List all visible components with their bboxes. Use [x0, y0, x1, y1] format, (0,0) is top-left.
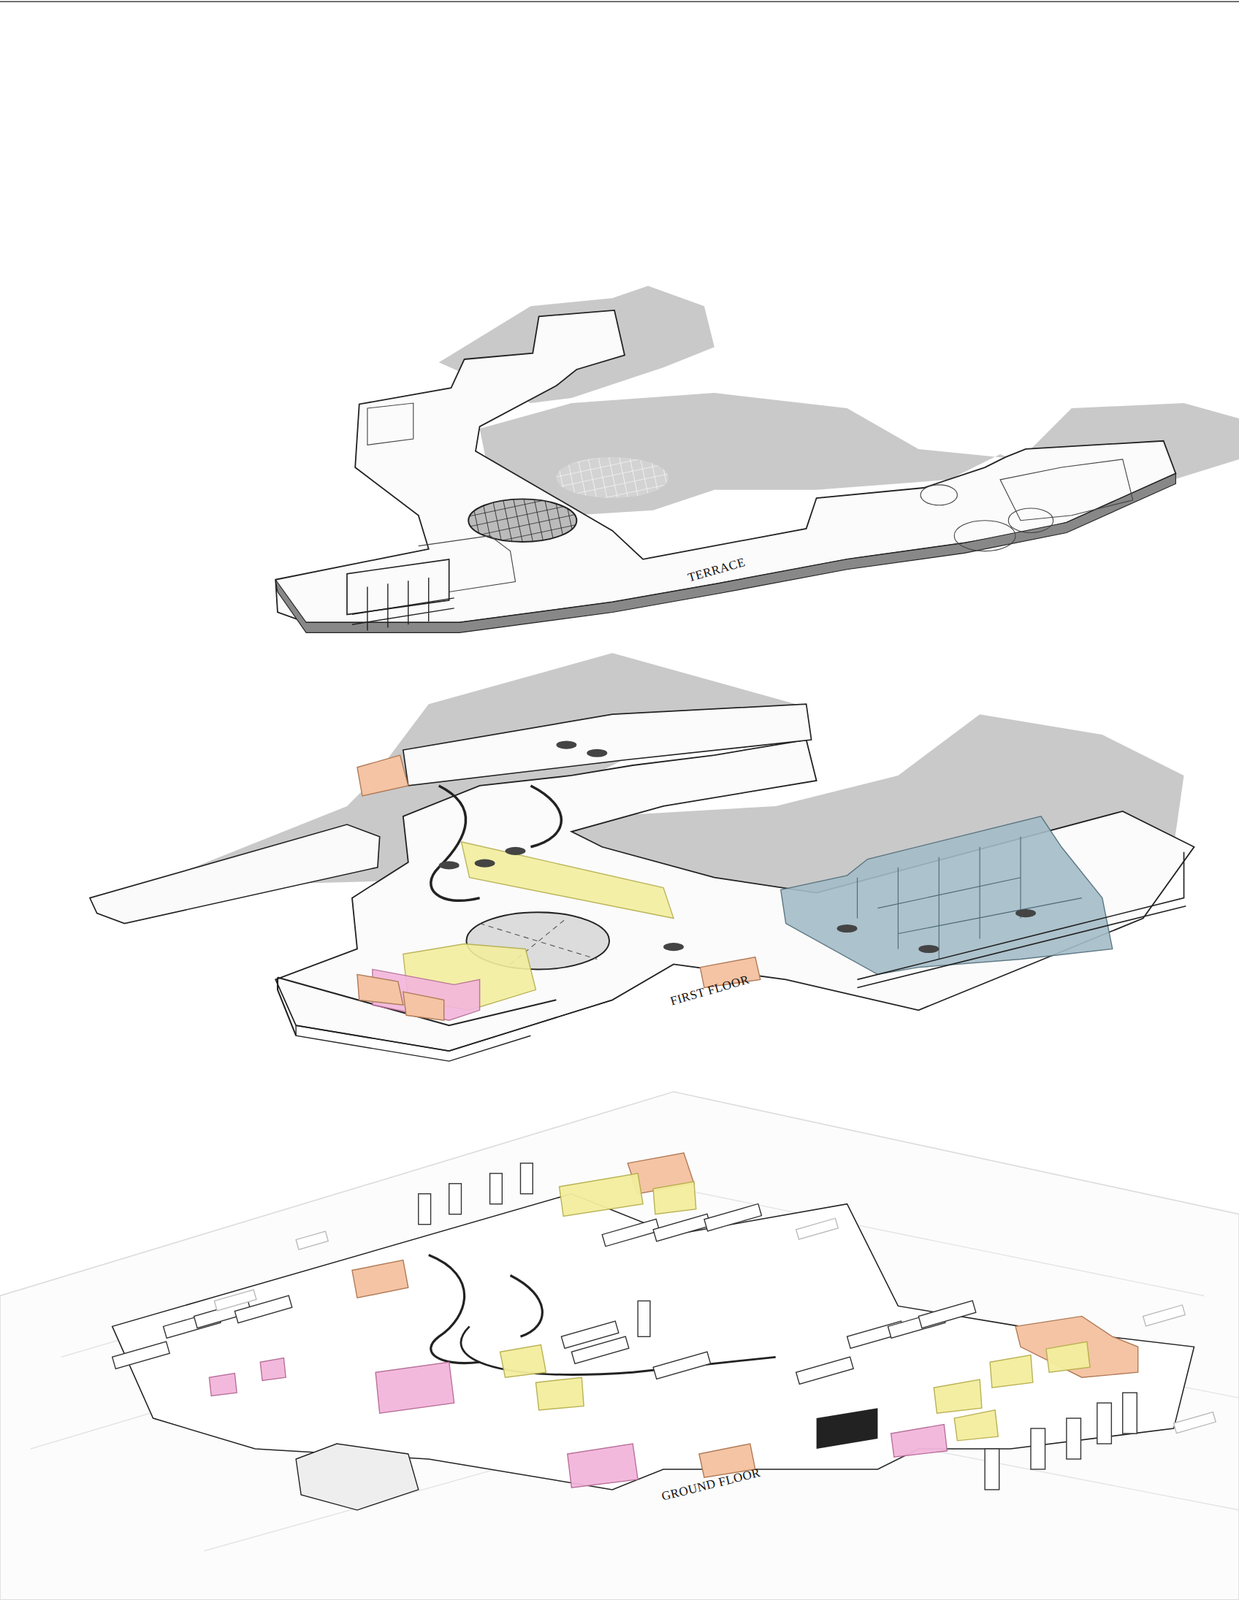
terrace-plate [275, 285, 1239, 633]
first-floor-plate [89, 653, 1195, 1062]
ground-floor-plate [0, 1092, 1239, 1600]
